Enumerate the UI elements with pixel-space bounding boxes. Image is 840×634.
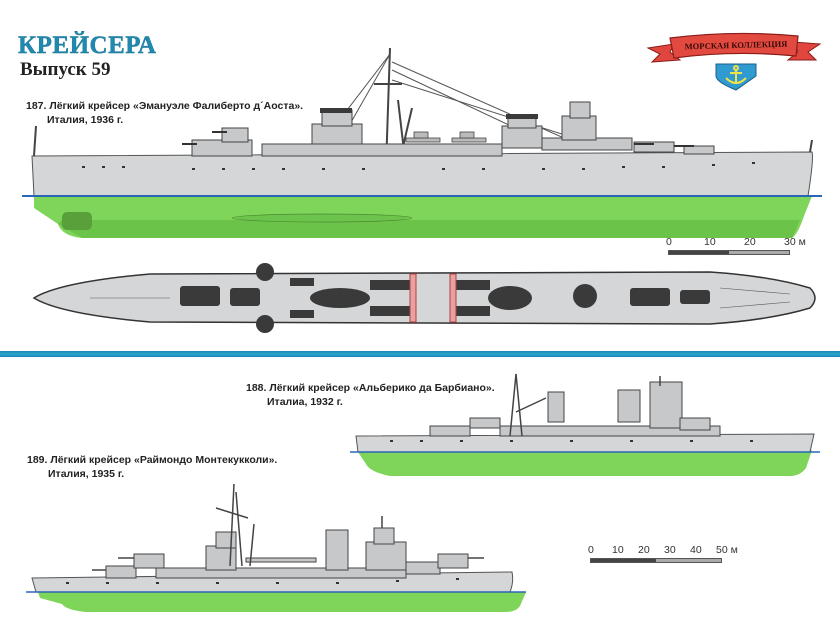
issue-number: Выпуск 59 xyxy=(20,59,111,80)
scale-bottom-tick-10: 10 xyxy=(612,544,624,556)
ribbon-banner-icon xyxy=(646,32,822,91)
caption-188-title: 188. Лёгкий крейсер «Альберико да Барбиа… xyxy=(246,382,495,394)
ship-188-side-profile xyxy=(350,373,820,476)
caption-ship-187: 187. Лёгкий крейсер «Эмануэле Фалиберто … xyxy=(26,99,303,127)
section-divider xyxy=(0,351,840,357)
scale-bottom-tick-0: 0 xyxy=(588,544,594,556)
ship-187-plan-view xyxy=(32,263,816,333)
caption-ship-189: 189. Лёгкий крейсер «Раймондо Монтекукко… xyxy=(27,453,277,481)
scale-bar-top: 0 10 20 30 м xyxy=(666,236,816,262)
scale-top-tick-10: 10 xyxy=(704,236,716,248)
scale-top-tick-20: 20 xyxy=(744,236,756,248)
scale-bottom-tick-50: 50 м xyxy=(716,544,738,556)
caption-ship-188: 188. Лёгкий крейсер «Альберико да Барбиа… xyxy=(246,381,495,409)
ship-189-side-profile xyxy=(26,483,526,612)
scale-top-tick-0: 0 xyxy=(666,236,672,248)
caption-189-title: 189. Лёгкий крейсер «Раймондо Монтекукко… xyxy=(27,454,278,466)
scale-bottom-tick-40: 40 xyxy=(690,544,702,556)
scale-bottom-tick-20: 20 xyxy=(638,544,650,556)
publisher-logo: МОРСКАЯ КОЛЛЕКЦИЯ xyxy=(646,30,822,92)
scale-bottom-tick-30: 30 xyxy=(664,544,676,556)
anchor-icon xyxy=(725,65,747,84)
caption-188-country-year: Италиа, 1932 г. xyxy=(267,396,343,408)
ship-187-side-profile xyxy=(22,47,822,238)
scale-bar-bottom: 0 10 20 30 40 50 м xyxy=(588,544,808,570)
caption-187-country-year: Италия, 1936 г. xyxy=(47,114,124,126)
caption-189-country-year: Италия, 1935 г. xyxy=(48,468,125,480)
series-title: КРЕЙСЕРА xyxy=(18,32,157,59)
caption-187-title: 187. Лёгкий крейсер «Эмануэле Фалиберто … xyxy=(26,100,304,112)
scale-top-tick-30: 30 м xyxy=(784,236,806,248)
